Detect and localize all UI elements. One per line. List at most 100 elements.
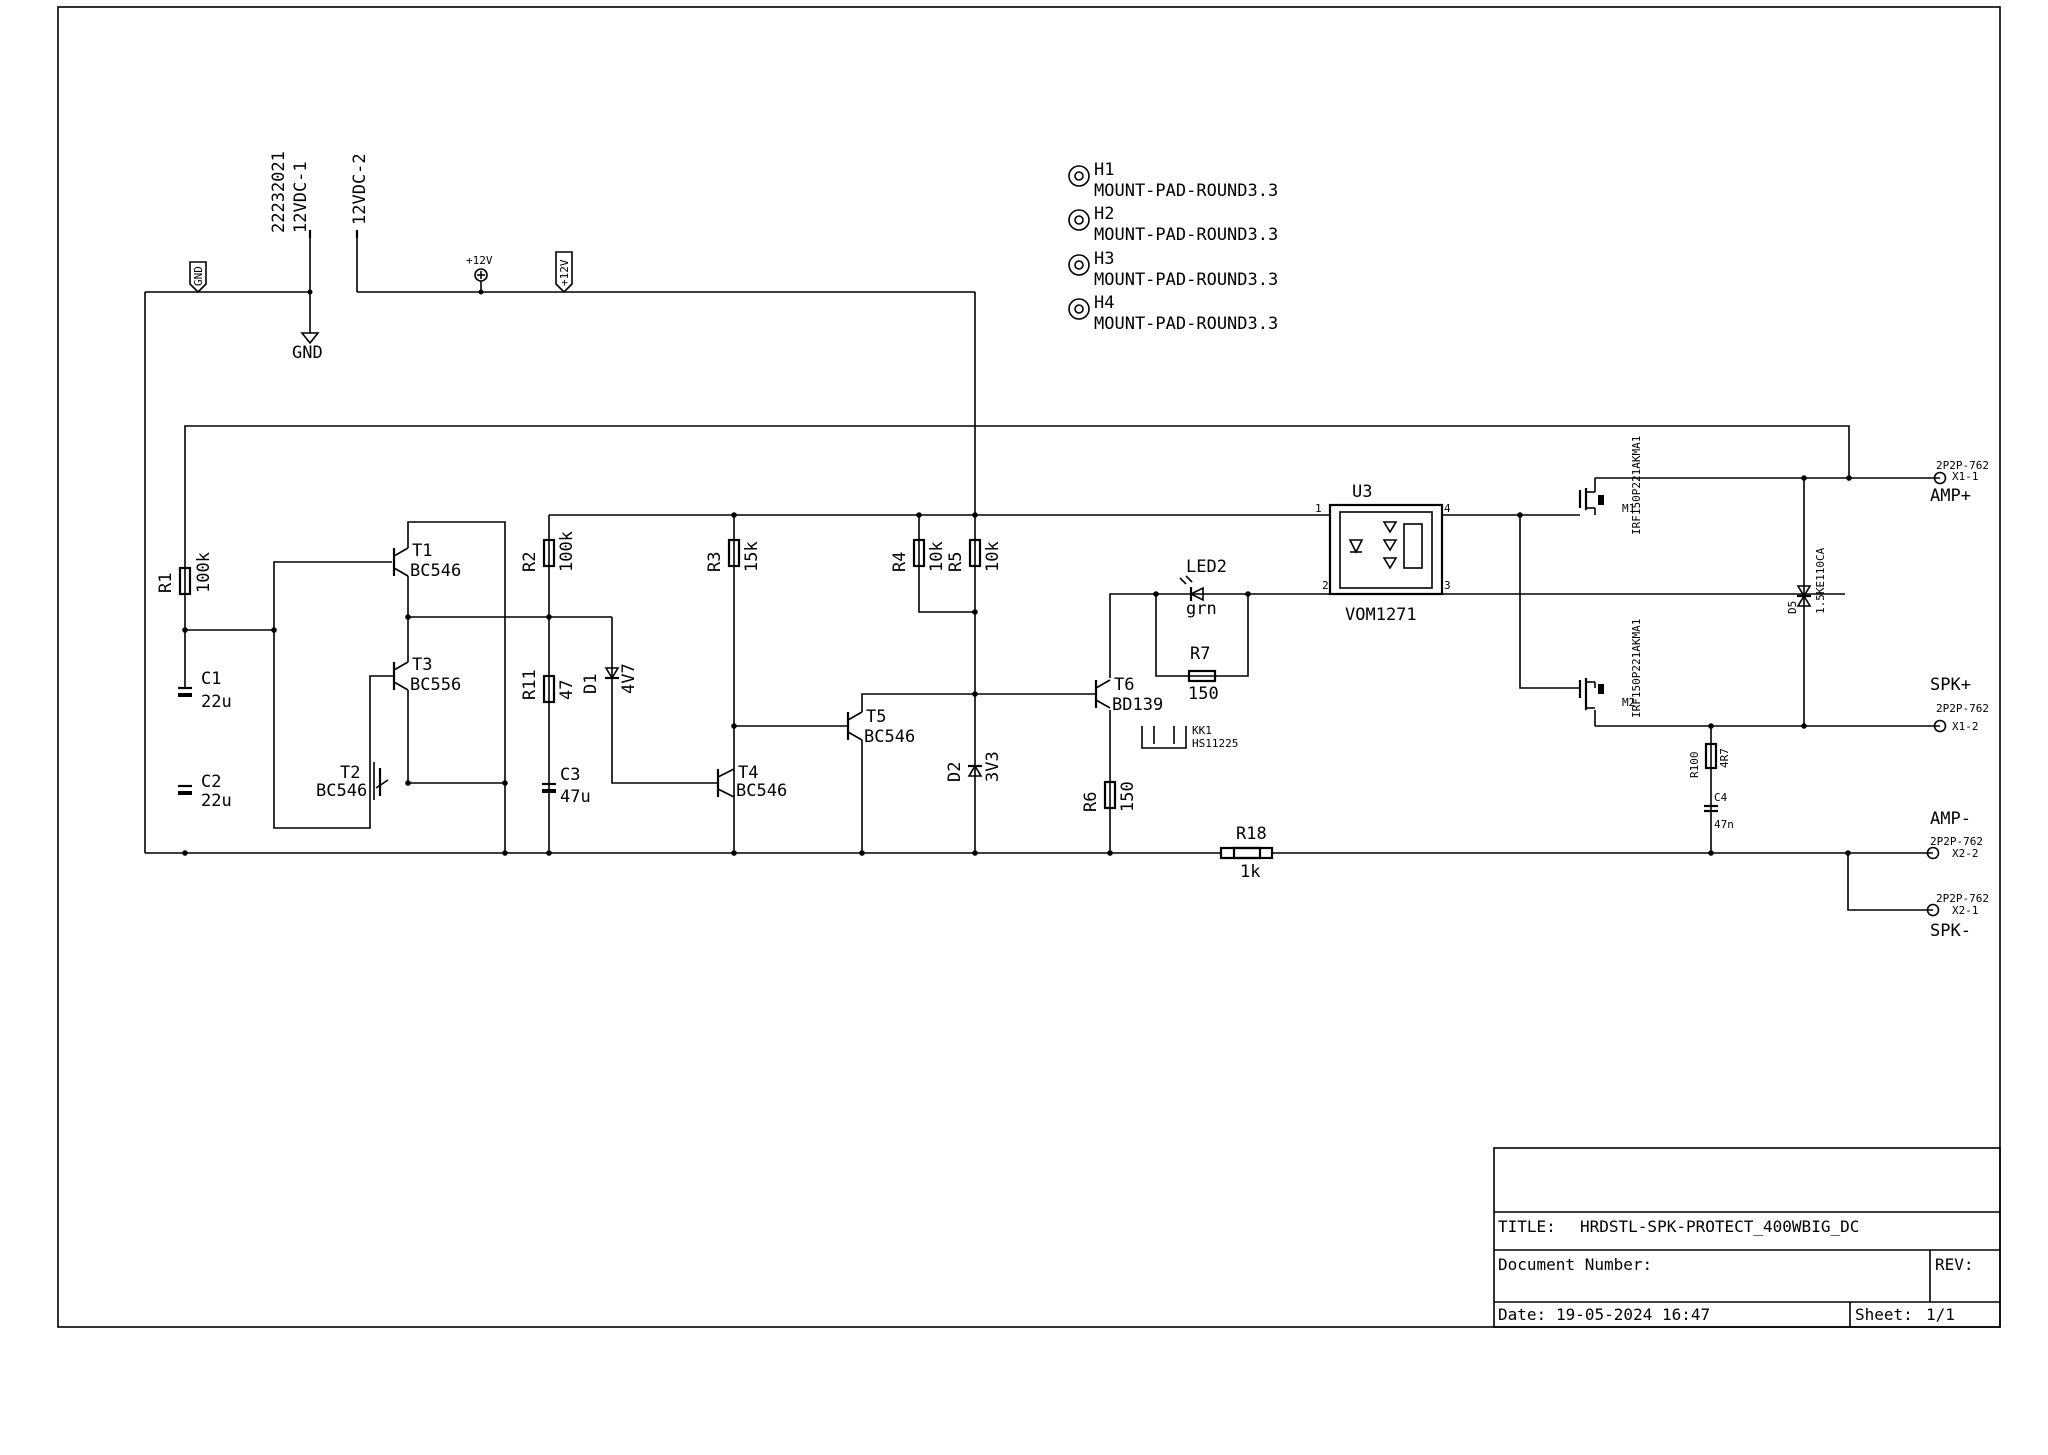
- transistor-t3: T3 BC556: [392, 655, 461, 695]
- resistor-ref: R11: [520, 669, 540, 700]
- title-block: TITLE: HRDSTL-SPK-PROTECT_400WBIG_DC Doc…: [1493, 1147, 2001, 1328]
- terminal-x1-1: [1933, 471, 1947, 485]
- capacitor-c2: C2 22u: [178, 772, 232, 811]
- mount-hole-ref: H3: [1094, 249, 1114, 269]
- transistor-value: BD139: [1112, 695, 1163, 715]
- terminal-x1-2: [1933, 719, 1947, 733]
- resistor-r1: R1 100k: [156, 552, 214, 596]
- terminal-part: 2P2P-762: [1930, 835, 1983, 848]
- mount-hole-h1: H1 MOUNT-PAD-ROUND3.3: [1068, 160, 1278, 201]
- transistor-value: BC546: [316, 781, 367, 801]
- mosfet-ref: M1: [1622, 502, 1635, 515]
- capacitor-c1: C1 22u: [178, 630, 232, 712]
- diode-ref: D1: [581, 674, 601, 694]
- mosfet-m2: M2 IRF150P221AKMA1: [1578, 619, 1643, 718]
- transistor-t2: T2 BC546: [316, 763, 382, 801]
- resistor-ref: R6: [1081, 792, 1101, 812]
- mount-hole-value: MOUNT-PAD-ROUND3.3: [1094, 270, 1278, 290]
- diode-ref: D5: [1786, 601, 1799, 614]
- ground-symbol-label: GND: [292, 343, 323, 363]
- led-led2: LED2 grn: [1179, 557, 1227, 619]
- capacitor-ref: C1: [201, 669, 221, 689]
- mount-hole-value: MOUNT-PAD-ROUND3.3: [1094, 314, 1278, 334]
- tvs-diode-d5: D5 1.5KE110CA: [1786, 547, 1827, 614]
- optocoupler-u3: U3 VOM1271 1 2 3 4: [1315, 482, 1451, 625]
- resistor-value: 150: [1188, 684, 1219, 704]
- resistor-ref: R7: [1190, 644, 1210, 664]
- plus12v-symbol-label: +12V: [466, 254, 493, 267]
- terminal-pin: X1-2: [1952, 720, 1979, 733]
- capacitor-ref: C3: [560, 765, 580, 785]
- resistor-value: 100k: [557, 531, 577, 572]
- resistor-ref: R18: [1236, 824, 1267, 844]
- resistor-ref: R100: [1688, 752, 1701, 779]
- resistor-ref: R4: [890, 552, 910, 572]
- title-value: HRDSTL-SPK-PROTECT_400WBIG_DC: [1580, 1217, 1859, 1236]
- optocoupler-ref: U3: [1352, 482, 1372, 502]
- sheet-label: Sheet:: [1855, 1305, 1913, 1324]
- heatsink-value: HS11225: [1192, 737, 1238, 750]
- terminal-x2-2: [1926, 846, 1940, 860]
- terminal-part: 2P2P-762: [1936, 892, 1989, 905]
- capacitor-ref: C4: [1714, 791, 1728, 804]
- transistor-ref: T5: [866, 707, 886, 727]
- resistor-value: 47: [557, 680, 577, 700]
- transistor-t5: T5 BC546: [846, 707, 915, 747]
- document-number-label: Document Number:: [1498, 1255, 1652, 1274]
- resistor-r6: R6 150: [1081, 780, 1138, 812]
- gnd-net-flag-label: GND: [192, 266, 205, 286]
- mount-hole-value: MOUNT-PAD-ROUND3.3: [1094, 225, 1278, 245]
- input-pin-12vdc-1: 12VDC-1: [291, 161, 311, 233]
- sheet-border: [57, 6, 2001, 1328]
- diode-ref: D2: [945, 762, 965, 782]
- optocoupler-value: VOM1271: [1345, 605, 1417, 625]
- resistor-r7: R7 150: [1187, 644, 1219, 704]
- resistor-r100: R100 4R7: [1688, 742, 1731, 779]
- input-pin-12vdc-2: 12VDC-2: [350, 153, 370, 225]
- optocoupler-pin-4: 4: [1444, 502, 1451, 515]
- capacitor-value: 22u: [201, 791, 232, 811]
- mount-hole-h2: H2 MOUNT-PAD-ROUND3.3: [1068, 204, 1278, 245]
- terminal-x2-1: [1926, 903, 1940, 917]
- mounting-holes: H1 MOUNT-PAD-ROUND3.3 H2 MOUNT-PAD-ROUND…: [1068, 160, 1278, 334]
- capacitor-value: 22u: [201, 692, 232, 712]
- plus12v-net-flag: [555, 251, 573, 294]
- resistor-value: 150: [1118, 781, 1138, 812]
- resistor-r11: R11 47: [520, 669, 577, 704]
- mount-hole-h4: H4 MOUNT-PAD-ROUND3.3: [1068, 293, 1278, 334]
- terminal-part: 2P2P-762: [1936, 702, 1989, 715]
- capacitor-ref: C2: [201, 772, 221, 792]
- diode-value: 3V3: [983, 751, 1003, 782]
- date-value: 19-05-2024 16:47: [1556, 1305, 1710, 1324]
- transistor-value: BC546: [410, 561, 461, 581]
- mosfet-value: IRF150P221AKMA1: [1630, 436, 1643, 535]
- capacitor-c3: C3 47u: [542, 765, 591, 807]
- mosfet-ref: M2: [1622, 696, 1635, 709]
- junctions: [182, 475, 1852, 856]
- mount-hole-ref: H4: [1094, 293, 1114, 313]
- plus12v-net-flag-label: +12V: [558, 259, 571, 286]
- output-connectors: 2P2P-762 X1-1 AMP+ SPK+ 2P2P-762 X1-2 AM…: [1926, 459, 1989, 941]
- resistor-r5: R5 10k: [946, 538, 1003, 572]
- transistor-ref: T1: [412, 541, 432, 561]
- terminal-pin: X2-1: [1952, 904, 1979, 917]
- optocoupler-pin-3: 3: [1444, 579, 1451, 592]
- label-spk-plus: SPK+: [1930, 675, 1971, 695]
- resistor-value: 100k: [194, 552, 214, 593]
- resistor-ref: R2: [520, 552, 540, 572]
- terminal-pin: X1-1: [1952, 470, 1979, 483]
- capacitor-c4: C4 47n: [1704, 791, 1734, 831]
- transistor-value: BC546: [736, 781, 787, 801]
- heatsink-ref: KK1: [1192, 724, 1212, 737]
- diode-value: 1.5KE110CA: [1814, 547, 1827, 614]
- sheet-value: 1/1: [1926, 1305, 1955, 1324]
- led-ref: LED2: [1186, 557, 1227, 577]
- optocoupler-pin-1: 1: [1315, 502, 1322, 515]
- date-label: Date:: [1498, 1305, 1546, 1324]
- terminal-part: 2P2P-762: [1936, 459, 1989, 472]
- capacitor-value: 47u: [560, 787, 591, 807]
- transistor-ref: T4: [738, 763, 758, 783]
- optocoupler-pin-2: 2: [1322, 579, 1329, 592]
- resistor-ref: R1: [156, 573, 176, 593]
